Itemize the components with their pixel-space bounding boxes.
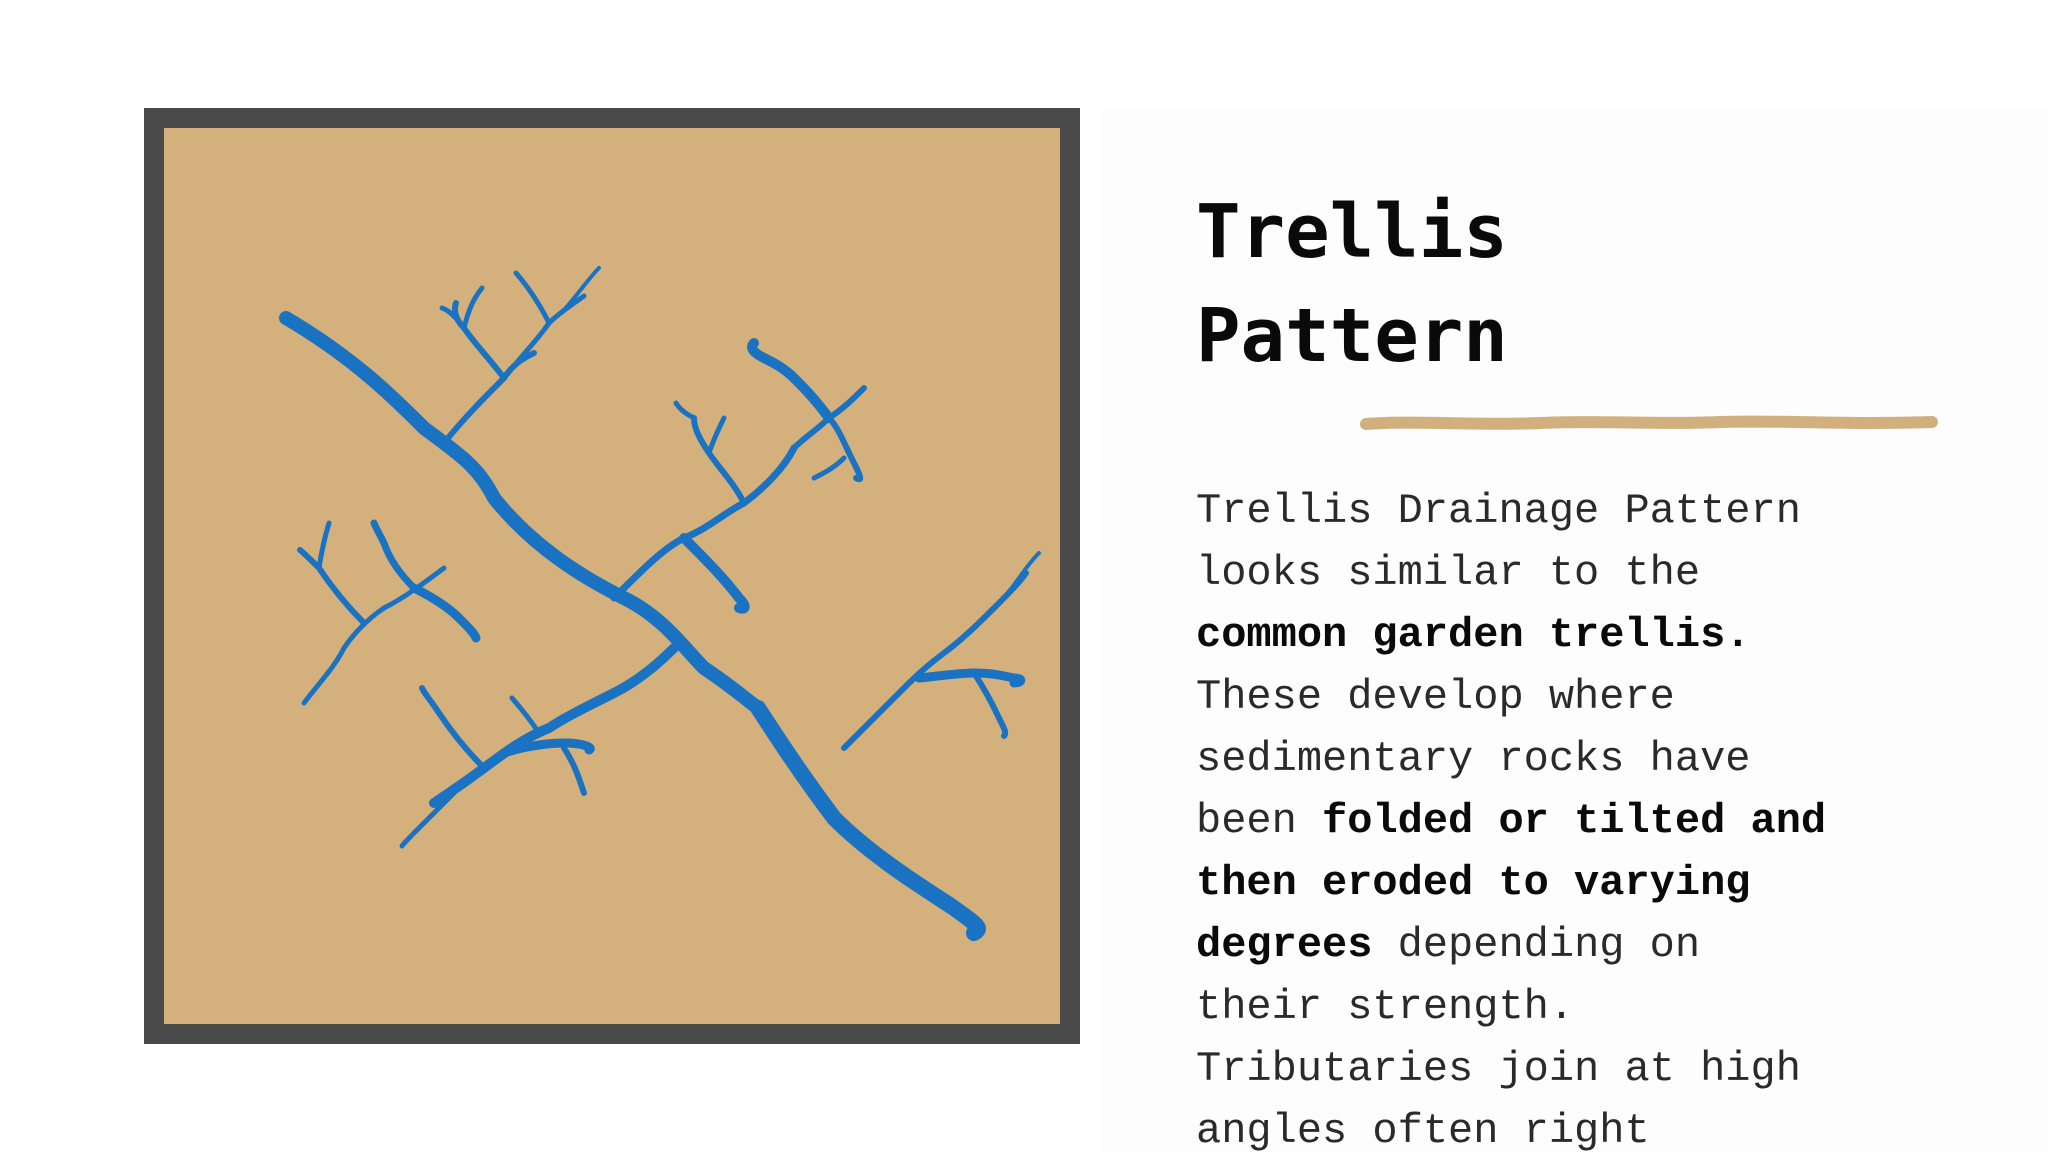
trellis-drainage-diagram-icon (279, 266, 1041, 941)
slide-title: Trellis Pattern (1196, 189, 1508, 379)
diagram-frame (144, 108, 1080, 1044)
body-segment-bold: common garden trellis. (1196, 611, 1751, 659)
body-segment-bold: folded or tilted and then eroded to vary… (1196, 797, 1827, 969)
body-segment: These develop where sedimentary rocks ha… (1196, 673, 1751, 845)
body-text: Trellis Drainage Pattern looks similar t… (1196, 480, 1996, 1152)
main-river-upper (279, 311, 765, 715)
body-segment: Trellis Drainage Pattern looks similar t… (1196, 487, 1801, 597)
brush-stroke-divider (1360, 415, 1938, 430)
land-surface (164, 128, 1060, 1024)
text-panel-background (1100, 108, 2048, 1152)
body-segment: depending on their strength. Tributaries… (1196, 921, 1801, 1152)
main-river-lower (750, 700, 986, 941)
tributary-lower-left (429, 643, 679, 808)
tributary-right-upper (610, 444, 798, 602)
tributary-top (441, 350, 537, 446)
